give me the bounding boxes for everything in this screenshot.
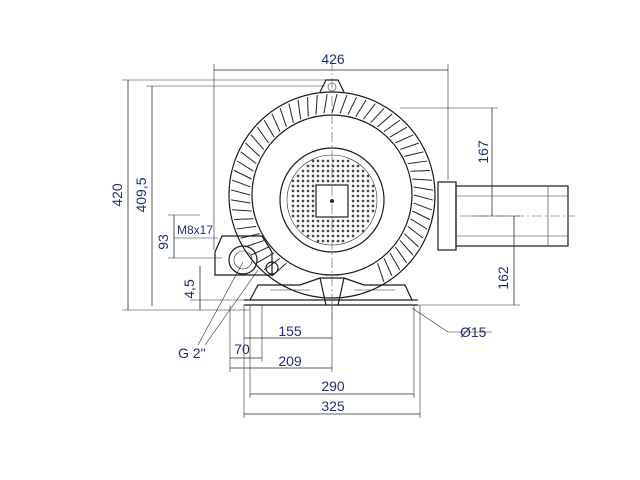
dim-total-height: 420	[109, 183, 125, 207]
dim-155: 155	[278, 323, 302, 339]
dim-325: 325	[321, 398, 345, 414]
dim-209: 209	[278, 353, 302, 369]
dim-port-thread: G 2"	[178, 345, 206, 361]
dim-hole-diameter: Ø15	[460, 324, 487, 340]
dim-axis-height: 409,5	[133, 177, 149, 212]
fan-grille	[291, 159, 375, 243]
dim-outlet-upper: 167	[475, 140, 491, 164]
dim-outlet-lower: 162	[495, 266, 511, 290]
dim-foot-height: 4,5	[181, 279, 197, 299]
dimension-lines	[122, 64, 520, 418]
dim-290: 290	[321, 378, 345, 394]
dim-overall-width: 426	[321, 51, 345, 67]
dim-flange-offset: 93	[155, 234, 171, 250]
cooling-fins	[230, 93, 434, 282]
fan-cover	[279, 147, 385, 253]
base-feet	[244, 277, 418, 306]
dim-70: 70	[234, 341, 250, 357]
blower-body	[214, 60, 575, 320]
dimension-labels: 426 420 409,5 93 M8x17 4,5 167 162 Ø15 G…	[109, 51, 511, 414]
dim-thread-spec: M8x17	[177, 223, 213, 237]
inlet-port	[214, 235, 279, 276]
